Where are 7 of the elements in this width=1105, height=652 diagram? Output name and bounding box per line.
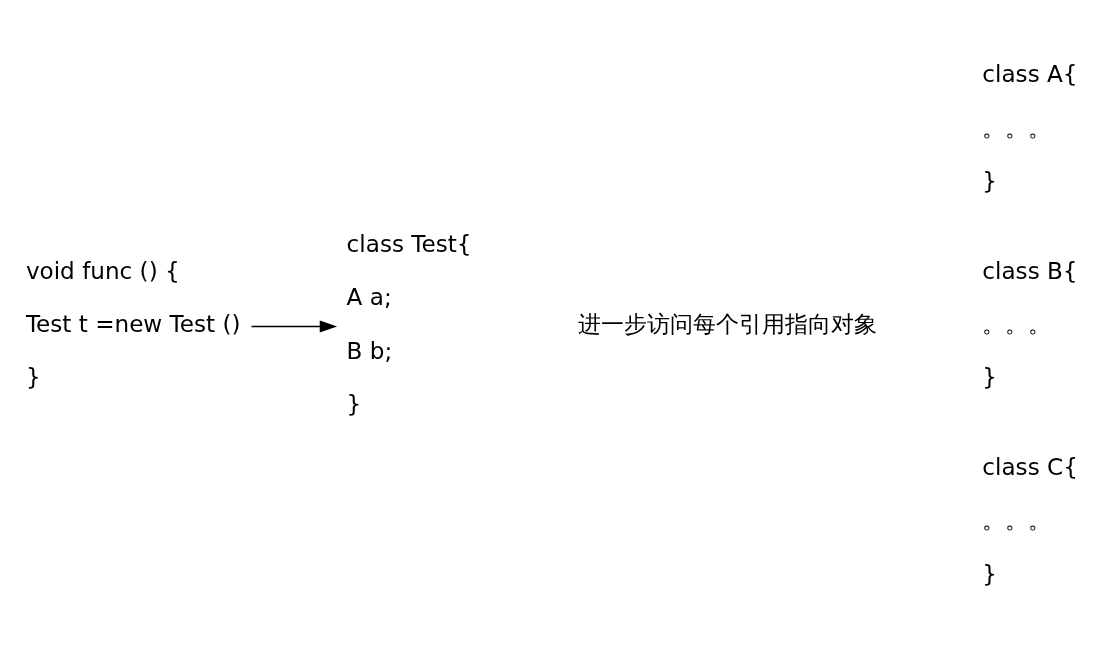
node-text: void func () { Test t =new Test () } bbox=[25, 257, 241, 390]
node-text: class B{ 。。。 } bbox=[982, 257, 1078, 390]
arrow bbox=[250, 319, 338, 333]
node-text: class A{ 。。。 } bbox=[982, 60, 1078, 194]
node-text: class C{ 。。。 } bbox=[982, 453, 1078, 587]
node-text: class Test{ A a; B b; } bbox=[346, 230, 472, 417]
label: 进一步访问每个引用指向对象 bbox=[577, 310, 877, 337]
